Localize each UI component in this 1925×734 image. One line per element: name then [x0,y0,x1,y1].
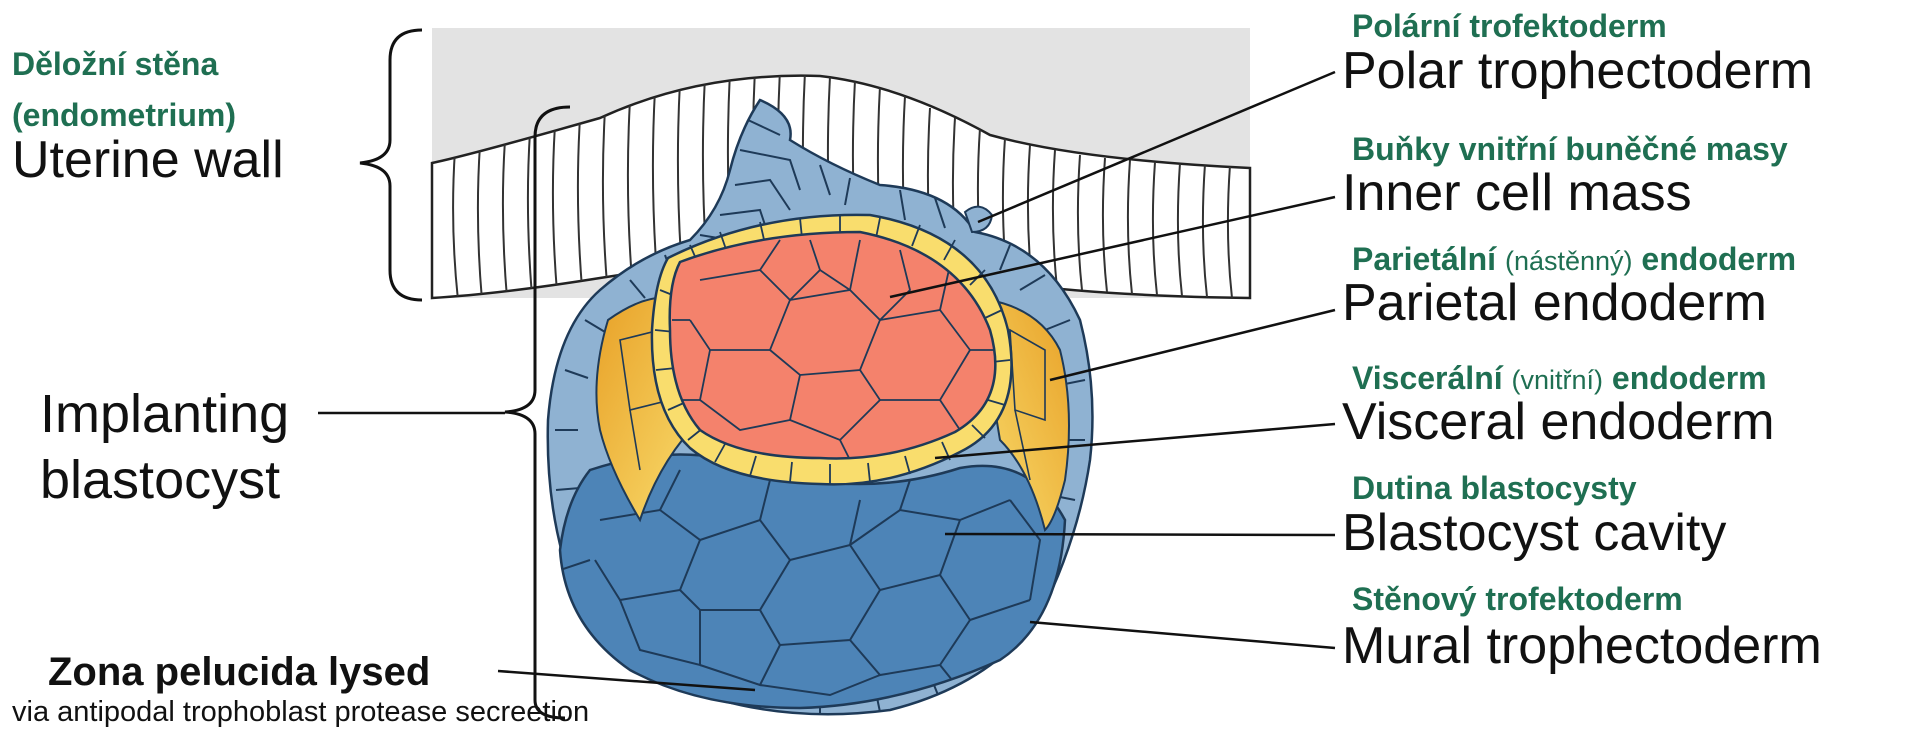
visceral-cz-a: Viscerální [1352,360,1503,396]
parietal-endoderm-cz-label: Parietální (nástěnný) endoderm [1352,243,1796,275]
visceral-cz-thin: (vnitřní) [1512,365,1604,395]
inner-cell-mass-cz-label: Buňky vnitřní buněčné masy [1352,133,1788,165]
blastocyst-cavity-cz-label: Dutina blastocysty [1352,472,1637,504]
mural-trophectoderm-label: Mural trophectoderm [1342,620,1822,672]
leader-blastocyst-cavity [945,534,1335,535]
leader-parietal-endoderm [1050,310,1335,380]
parietal-cz-thin: (nástěnný) [1505,246,1633,276]
uterine-wall-bracket [360,30,422,300]
polar-trophectoderm-cz-label: Polární trofektoderm [1352,10,1667,42]
leader-mural-trophectoderm [1030,622,1335,648]
parietal-cz-a: Parietální [1352,241,1496,277]
zona-pelucida-sublabel: via antipodal trophoblast protease secre… [12,698,589,727]
visceral-cz-b: endoderm [1612,360,1767,396]
uterine-wall-cz-label: Děložní stěna [12,48,218,80]
parietal-cz-b: endoderm [1641,241,1796,277]
visceral-endoderm-cz-label: Viscerální (vnitřní) endoderm [1352,362,1767,394]
implanting-blastocyst-label-line1: Implanting [40,387,289,441]
zona-pelucida-label: Zona pelucida lysed [48,652,430,692]
inner-cell-mass-label: Inner cell mass [1342,167,1692,219]
polar-trophectoderm-label: Polar trophectoderm [1342,45,1813,97]
uterine-wall-label: Uterine wall [12,134,284,186]
parietal-endoderm-label: Parietal endoderm [1342,277,1767,329]
visceral-endoderm-label: Visceral endoderm [1342,396,1775,448]
implanting-blastocyst-label-line2: blastocyst [40,453,280,507]
mural-trophectoderm-cz-label: Stěnový trofektoderm [1352,583,1683,615]
blastocyst-cavity-label: Blastocyst cavity [1342,507,1726,559]
uterine-wall-cz-label-2: (endometrium) [12,99,236,131]
